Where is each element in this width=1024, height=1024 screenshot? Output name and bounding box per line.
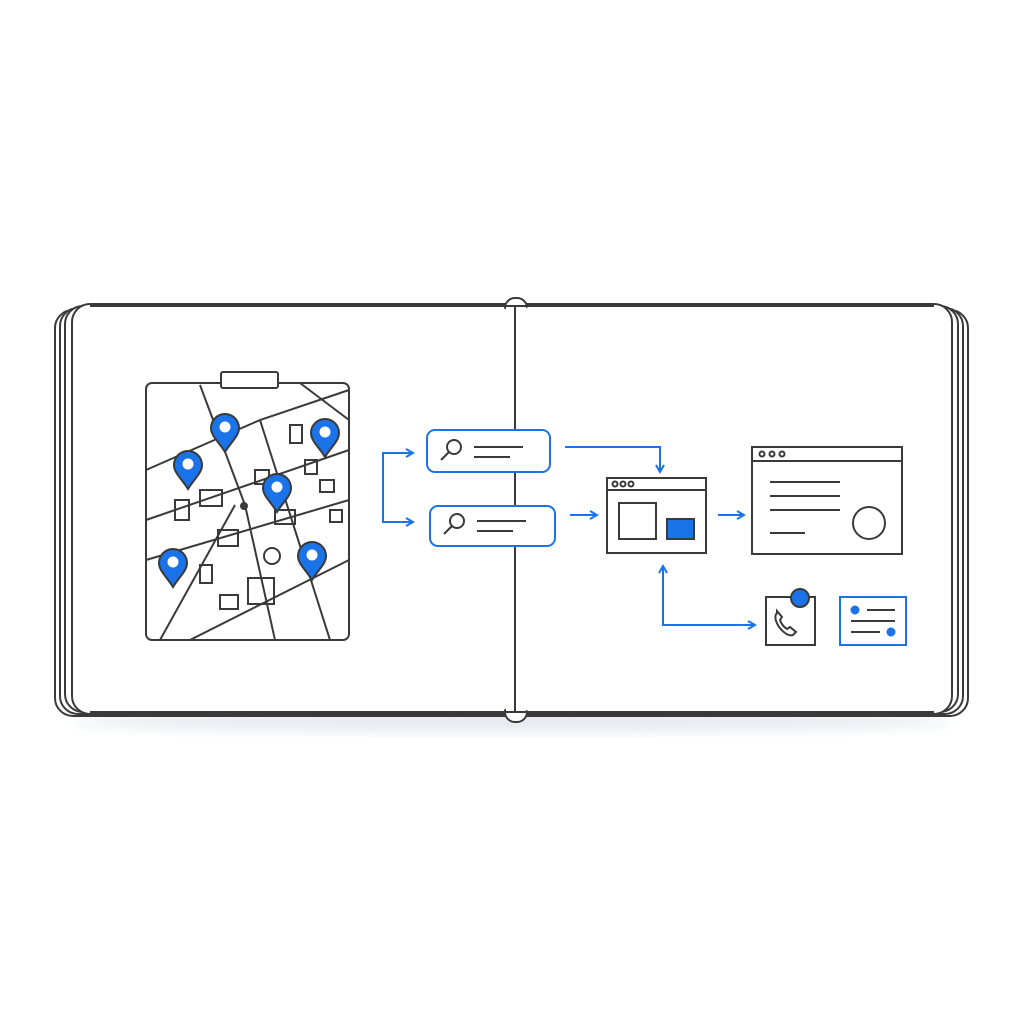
flow-arrows bbox=[382, 446, 755, 625]
location-pins bbox=[157, 413, 341, 589]
location-pin-icon bbox=[172, 450, 204, 491]
location-pin-dot bbox=[182, 458, 194, 470]
location-pin-icon bbox=[261, 473, 293, 514]
contact-card-icon bbox=[839, 596, 907, 646]
webpage-window-icon bbox=[751, 446, 903, 555]
location-pin-dot bbox=[306, 549, 318, 561]
location-pin-icon bbox=[209, 413, 241, 454]
browser-window-icon bbox=[606, 477, 707, 554]
location-pin-dot bbox=[319, 426, 331, 438]
search-glyphs bbox=[440, 439, 526, 535]
map-icon bbox=[145, 371, 350, 641]
location-pin-dot bbox=[167, 556, 179, 568]
location-pin-dot bbox=[219, 421, 231, 433]
location-pin-dot bbox=[271, 481, 283, 493]
location-pin-icon bbox=[157, 548, 189, 589]
phone-card-icon bbox=[765, 588, 816, 646]
location-pin-icon bbox=[296, 541, 328, 582]
location-pin-icon bbox=[309, 418, 341, 459]
